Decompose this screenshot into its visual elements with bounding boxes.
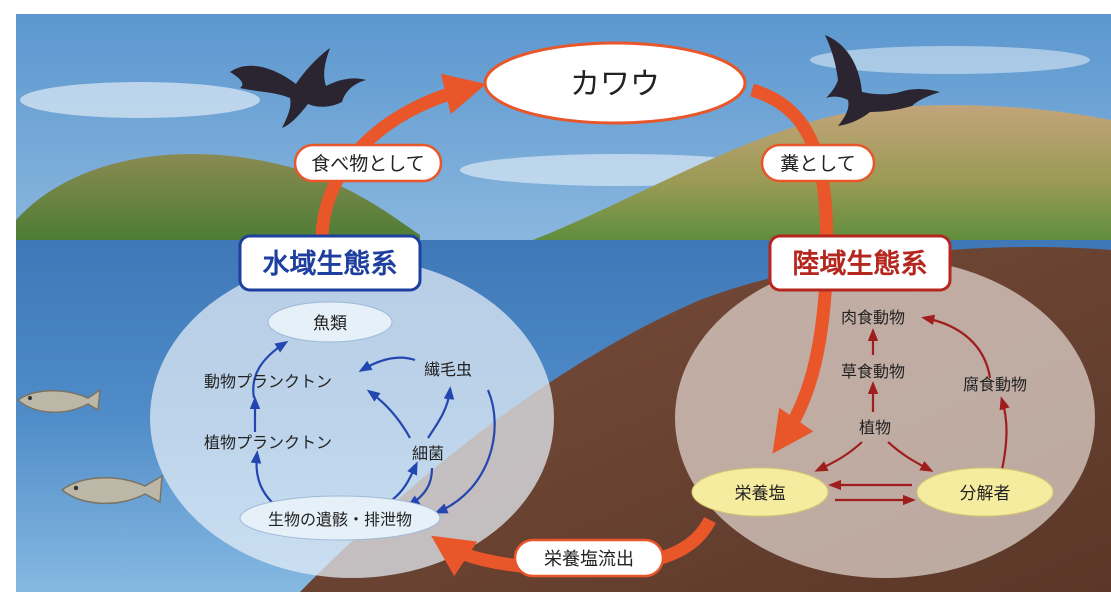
svg-text:栄養塩流出: 栄養塩流出 [544,549,634,570]
fish-illustration [16,388,101,413]
cloud [20,82,260,118]
svg-text:陸域生態系: 陸域生態系 [793,248,928,280]
edge-label-as-droppings: 糞として [760,143,876,183]
arrow-remains-to-phyto [250,450,276,506]
svg-text:分解者: 分解者 [960,484,1011,504]
arrow-plants-to-decomposers [887,441,934,472]
node-herbivores: 草食動物 [841,362,905,381]
arrow-ciliates-to-zooplankton [358,356,416,373]
node-phytoplankton: 植物プランクトン [204,433,332,452]
node-carnivores: 肉食動物 [841,308,905,327]
node-remains: 生物の遺骸・排泄物 [239,495,441,541]
arrow-ciliates-to-remains [434,389,496,514]
node-ciliates: 繊毛虫 [424,360,472,379]
arrow-remains-to-bacteria [391,461,418,501]
node-bacteria: 細菌 [412,444,444,463]
terrestrial-arrows [814,314,1010,506]
arrow-decomposers-to-detritivores [999,396,1010,471]
arrow-bacteria-to-zooplankton [366,389,411,439]
aquatic-ecosystem-bubble [150,258,554,578]
right-hill [520,105,1111,260]
edge-label-nutrient-runoff: 栄養塩流出 [513,538,665,578]
node-decomposers: 分解者 [916,467,1054,517]
arrow-zooplankton-to-fish [252,340,289,399]
edge-label-as-food: 食べ物として [293,143,443,183]
arrow-bacteria-to-ciliates [427,386,455,439]
svg-text:食べ物として: 食べ物として [311,153,424,175]
node-nutrients: 栄養塩 [691,467,829,517]
center-node: カワウ [483,41,747,125]
node-fish: 魚類 [267,301,393,343]
cormorant-silhouette [825,35,940,126]
svg-text:生物の遺骸・排泄物: 生物の遺骸・排泄物 [268,510,412,529]
fish-illustration [60,474,163,504]
node-detritivores: 腐食動物 [963,375,1027,394]
node-plants: 植物 [859,418,891,437]
svg-text:糞として: 糞として [780,153,855,175]
arrow-detritivores-to-carnivores [921,314,992,379]
svg-text:水域生態系: 水域生態系 [263,248,398,280]
cormorant-silhouette [230,48,366,128]
node-zooplankton: 動物プランクトン [204,372,332,391]
aquatic-ecosystem-title: 水域生態系 [238,234,422,292]
svg-text:栄養塩: 栄養塩 [735,484,786,504]
arrow-plants-to-nutrients [814,441,863,472]
arrow-bacteria-to-remains [406,467,434,508]
aquatic-arrows [249,340,496,514]
svg-text:魚類: 魚類 [313,314,347,334]
cloud [810,46,1090,74]
center-node-label: カワウ [570,67,660,102]
terrestrial-ecosystem-title: 陸域生態系 [768,234,952,292]
